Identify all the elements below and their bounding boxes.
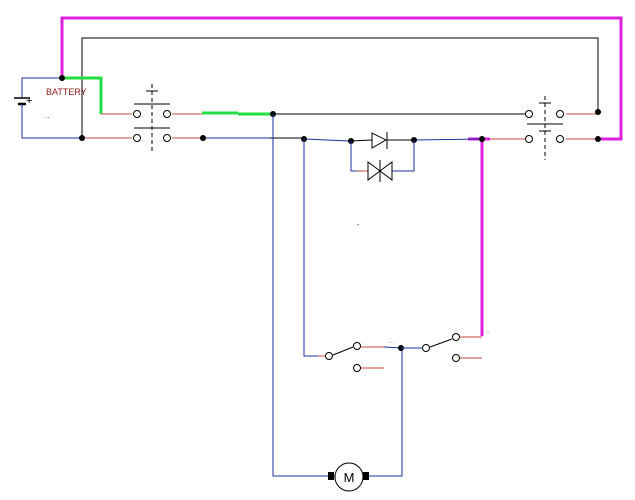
left-double-pushbutton-icon <box>133 84 171 152</box>
junction-dot <box>595 136 601 142</box>
battery-plus-label: + <box>26 95 32 107</box>
junction-dot <box>595 109 601 115</box>
bidirectional-diode-icon <box>350 140 415 182</box>
left-switch-dots-label: .. <box>389 338 393 345</box>
diode-icon <box>350 132 414 149</box>
junction-dot <box>59 75 65 81</box>
stray-mark: - <box>357 222 360 229</box>
vertical-wires <box>272 114 403 477</box>
top-return-wire <box>81 37 599 138</box>
junction-dot <box>200 135 206 141</box>
green-highlight-wire <box>62 76 272 116</box>
motor-label: M <box>344 470 355 485</box>
battery-icon <box>14 77 82 139</box>
right-double-pushbutton-icon <box>525 96 564 160</box>
left-changeover-switch-icon <box>318 342 403 372</box>
junction-dot <box>79 135 85 141</box>
battery-dots-label: .. <box>45 111 49 120</box>
main-wires <box>82 113 598 142</box>
motor-icon <box>328 462 369 492</box>
magenta-highlight-wire <box>60 16 623 336</box>
right-switch-dots-label: .. <box>486 328 490 335</box>
battery-label: BATTERY <box>46 87 87 97</box>
junction-dot <box>479 136 485 142</box>
right-changeover-switch-icon <box>401 333 482 362</box>
